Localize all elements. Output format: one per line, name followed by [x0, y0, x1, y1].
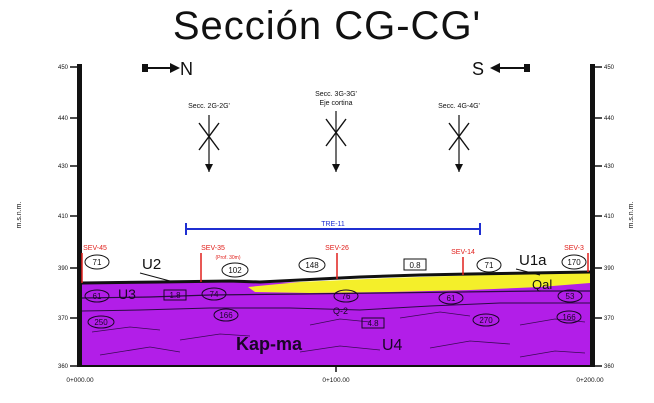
right-tick-430: 430 — [604, 164, 615, 170]
sev-3-label: SEV-3 — [564, 245, 584, 252]
x-tick-end: 0+200.00 — [576, 377, 604, 384]
res-upper-6: 170 — [567, 258, 581, 267]
res-middle-6: 53 — [566, 292, 575, 301]
unit-qal: Qal — [532, 277, 552, 292]
cross-section-2g: Secc. 2G-2G' — [188, 103, 230, 172]
sev-45-label: SEV-45 — [83, 245, 107, 252]
res-lower-1: 250 — [94, 318, 108, 327]
sev-45: SEV-45 — [81, 245, 107, 283]
unit-u4: U4 — [382, 337, 403, 354]
resistivity-lower-row: 250 166 4.8 270 166 — [87, 308, 582, 329]
res-upper-5: 71 — [485, 261, 494, 270]
res-lower-5: 166 — [562, 313, 576, 322]
qal-lens — [248, 273, 590, 293]
x-tick-start: 0+000.00 — [66, 377, 94, 384]
unit-kapma: Kap-ma — [236, 334, 303, 354]
fracture-hatching — [91, 311, 586, 358]
layer-boundary-middle — [81, 302, 590, 312]
left-ticks — [70, 66, 77, 367]
res-lower-4: 270 — [479, 316, 493, 325]
left-tick-450: 450 — [58, 65, 69, 71]
y-axis-label-left: m.s.n.m. — [16, 202, 23, 229]
cross-section-3g: Secc. 3G-3G' Eje cortina — [315, 91, 357, 172]
res-upper-2: 102 — [228, 266, 242, 275]
sev-35-label: SEV-35 — [201, 245, 225, 252]
left-tick-360: 360 — [58, 364, 69, 370]
unit-qz: Q-2 — [333, 306, 348, 316]
sev-26: SEV-26 — [325, 245, 349, 279]
res-upper-1: 71 — [93, 258, 102, 267]
sev-35: SEV-35 (Prof. 30m) — [200, 245, 241, 282]
res-middle-5: 61 — [447, 294, 456, 303]
kapma-body — [82, 279, 590, 366]
sev-35-sublabel: (Prof. 30m) — [215, 255, 240, 261]
sev-14: SEV-14 — [451, 249, 475, 275]
cross-section-4g-label: Secc. 4G-4G' — [438, 103, 480, 110]
right-tick-370: 370 — [604, 316, 615, 322]
left-tick-410: 410 — [58, 214, 69, 220]
left-tick-440: 440 — [58, 116, 69, 122]
south-label: S — [472, 59, 484, 79]
x-tick-mid: 0+100.00 — [322, 377, 350, 384]
right-tick-410: 410 — [604, 214, 615, 220]
res-middle-4: 76 — [342, 292, 351, 301]
res-middle-2: 1.8 — [169, 291, 181, 300]
ground-surface — [81, 270, 591, 285]
cross-section-3g-sublabel: Eje cortina — [319, 100, 352, 107]
south-arrow — [490, 63, 530, 73]
res-middle-1: 61 — [93, 292, 102, 301]
left-tick-430: 430 — [58, 164, 69, 170]
tomography-line — [185, 223, 481, 235]
resistivity-middle-row: 61 1.8 74 76 61 53 — [84, 287, 583, 305]
res-middle-3: 74 — [210, 290, 219, 299]
left-axis-bar — [77, 64, 82, 366]
right-tick-450: 450 — [604, 65, 615, 71]
res-lower-3: 4.8 — [367, 319, 379, 328]
right-tick-360: 360 — [604, 364, 615, 370]
unit-u1a: U1a — [519, 252, 547, 269]
north-arrow — [142, 63, 180, 73]
right-axis-bar — [590, 64, 595, 366]
tomography-label: TRE-11 — [321, 221, 345, 228]
unit-u3: U3 — [118, 286, 136, 302]
cross-section-3g-label: Secc. 3G-3G' — [315, 91, 357, 98]
sev-14-label: SEV-14 — [451, 249, 475, 256]
north-label: N — [180, 59, 193, 79]
res-upper-3: 148 — [305, 261, 319, 270]
y-axis-label-right: m.s.n.m. — [628, 202, 635, 229]
res-lower-2: 166 — [219, 311, 233, 320]
left-tick-390: 390 — [58, 266, 69, 272]
diagram-title: Sección CG-CG' — [172, 4, 482, 48]
sev-26-label: SEV-26 — [325, 245, 349, 252]
right-tick-440: 440 — [604, 116, 615, 122]
unit-u2: U2 — [142, 256, 161, 273]
cross-section-2g-label: Secc. 2G-2G' — [188, 103, 230, 110]
layer-boundary-upper — [81, 290, 590, 299]
cross-section-4g: Secc. 4G-4G' — [438, 103, 480, 172]
res-upper-4: 0.8 — [409, 261, 421, 270]
sev-3: SEV-3 — [564, 245, 589, 272]
right-ticks — [595, 66, 602, 367]
resistivity-upper-row: 71 102 148 0.8 71 170 — [84, 254, 587, 278]
right-tick-390: 390 — [604, 266, 615, 272]
left-tick-370: 370 — [58, 316, 69, 322]
